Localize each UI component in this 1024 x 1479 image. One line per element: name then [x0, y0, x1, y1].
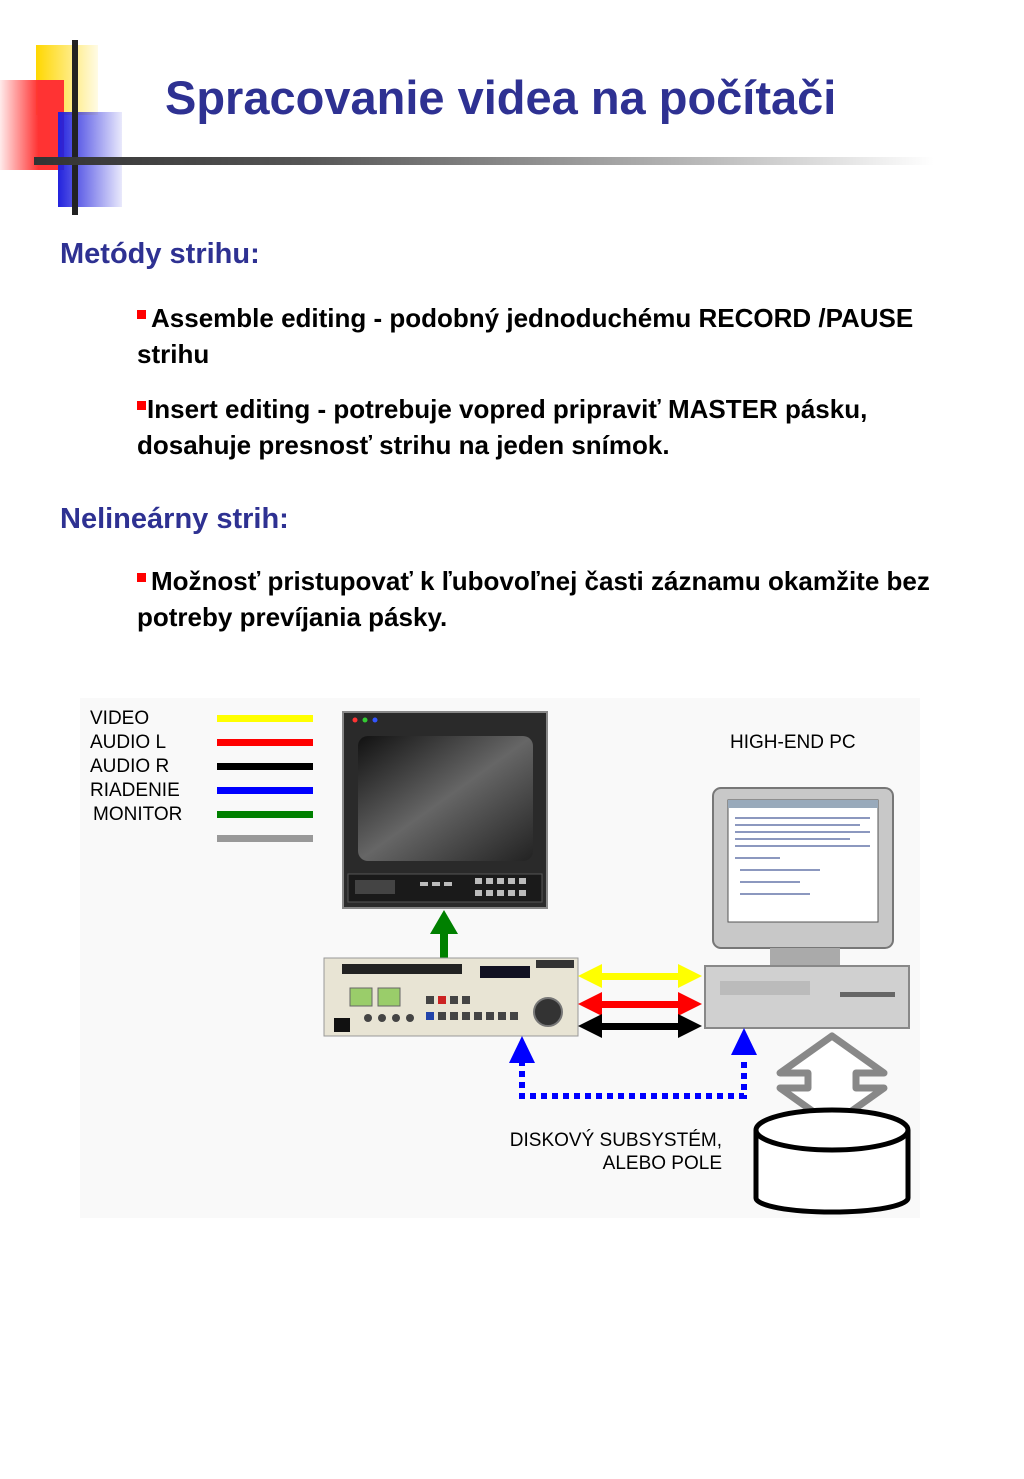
bullet-marker-icon	[137, 401, 146, 410]
legend-label-video: VIDEO	[90, 708, 149, 729]
bullet-nonlinear-access: Možnosť pristupovať k ľubovoľnej časti z…	[137, 563, 937, 635]
pc-label: HIGH-END PC	[730, 732, 856, 753]
bullet-insert-editing: Insert editing - potrebuje vopred pripra…	[137, 391, 937, 463]
legend-swatch-gray	[217, 835, 313, 842]
title-underline	[34, 157, 934, 165]
bullet-marker-icon	[137, 573, 146, 582]
legend-swatch-riadenie	[217, 787, 313, 794]
bullet-assemble-editing: Assemble editing - podobný jednoduchému …	[137, 300, 937, 372]
monitor-signal-arrow	[430, 910, 458, 960]
editing-system-diagram: VIDEO AUDIO L AUDIO R RIADENIE MONITOR	[80, 698, 920, 1218]
legend-label-audio-l: AUDIO L	[90, 732, 166, 753]
section-heading-metody-strihu: Metódy strihu:	[60, 238, 260, 270]
legend-swatch-audio-l	[217, 739, 313, 746]
disk-cylinder-icon	[753, 1107, 911, 1215]
legend: VIDEO AUDIO L AUDIO R RIADENIE MONITOR	[90, 708, 313, 842]
control-connection-line	[509, 1028, 757, 1099]
bullet-text: Assemble editing - podobný jednoduchému …	[137, 303, 914, 369]
bullet-text: Insert editing - potrebuje vopred pripra…	[137, 394, 868, 460]
disk-label-line1: DISKOVÝ SUBSYSTÉM,	[510, 1130, 722, 1151]
legend-swatch-video	[217, 715, 313, 722]
legend-label-audio-r: AUDIO R	[90, 756, 169, 777]
section-heading-nelinearny-strih: Nelineárny strih:	[60, 503, 289, 535]
decorative-logo-icon	[0, 40, 122, 215]
bullet-text: Možnosť pristupovať k ľubovoľnej časti z…	[137, 566, 930, 632]
legend-label-monitor: MONITOR	[93, 804, 182, 825]
bullet-marker-icon	[137, 310, 146, 319]
legend-swatch-audio-r	[217, 763, 313, 770]
legend-label-riadenie: RIADENIE	[90, 780, 180, 801]
disk-label-line2: ALEBO POLE	[603, 1153, 722, 1174]
av-connection-arrows	[578, 964, 702, 1038]
legend-swatch-monitor	[217, 811, 313, 818]
pc-icon	[704, 787, 910, 1029]
monitor-icon	[342, 711, 548, 909]
vcr-deck-icon	[323, 957, 579, 1037]
slide-title: Spracovanie videa na počítači	[165, 71, 837, 124]
